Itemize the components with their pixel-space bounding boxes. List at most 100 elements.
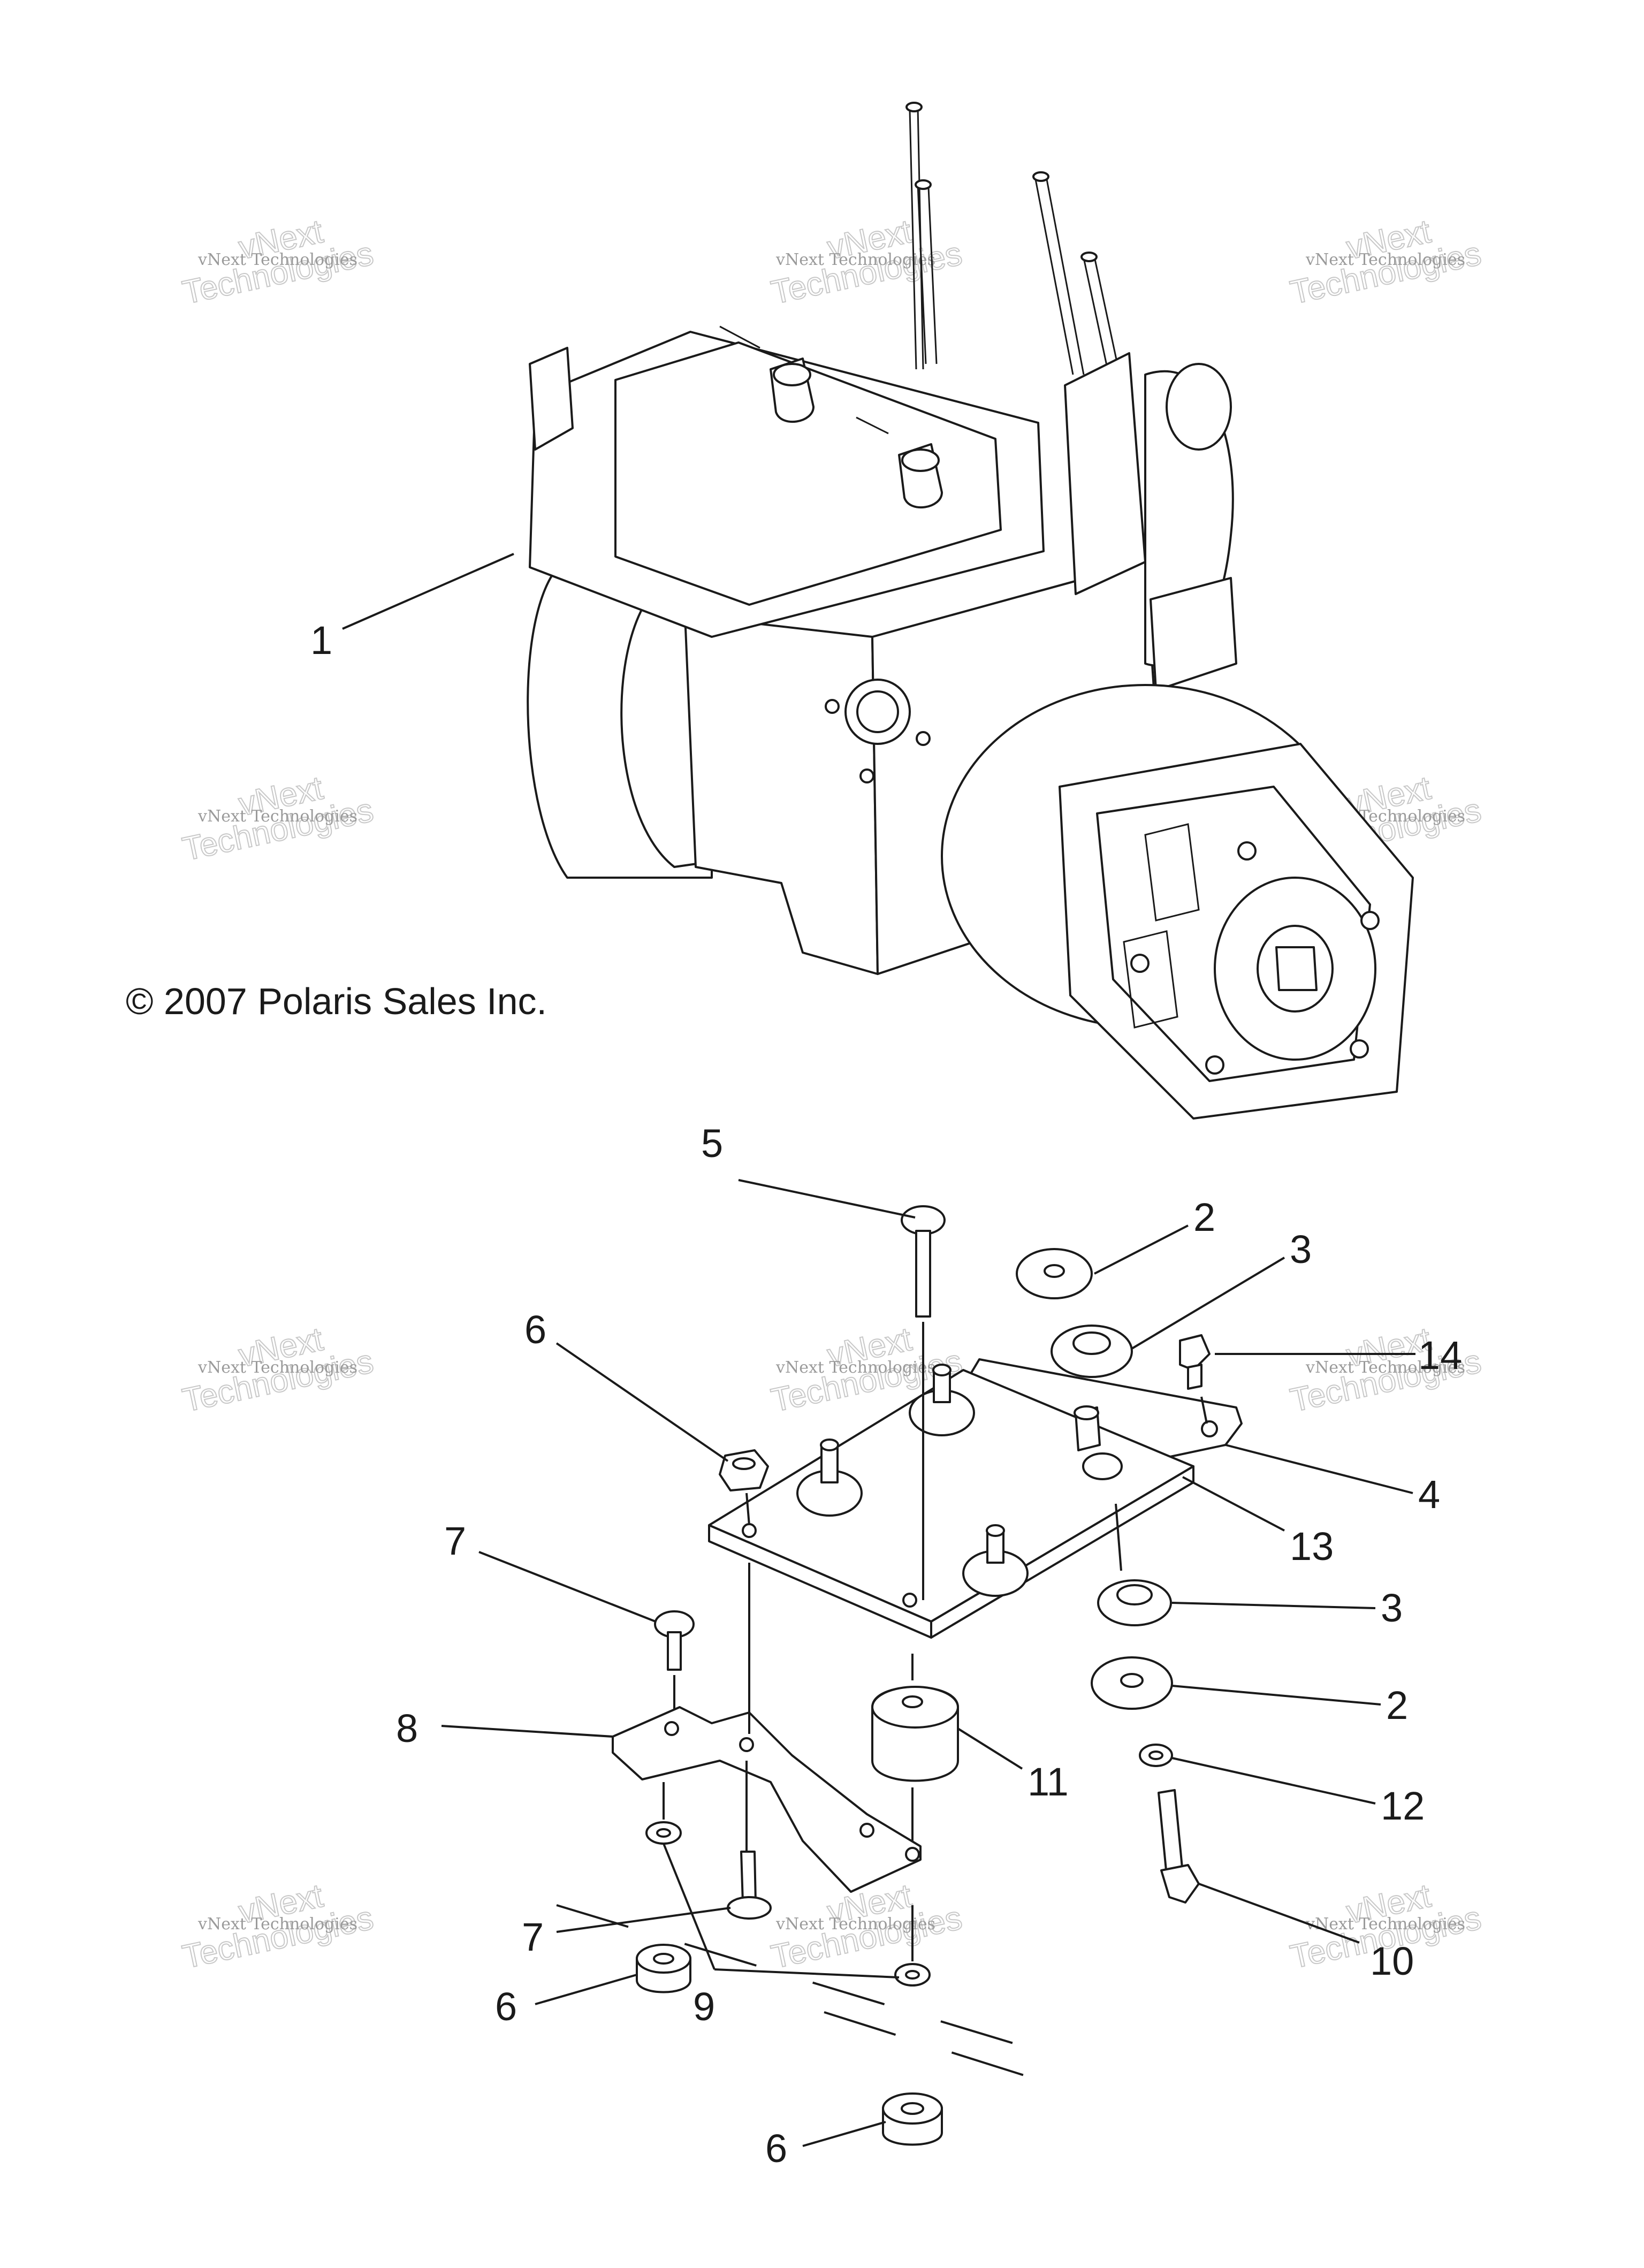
cup-washer (1016, 1248, 1093, 1299)
watermark-text: vNext Technologies (775, 250, 935, 269)
watermark-text: vNext Technologies (197, 1915, 357, 1934)
crankcase-side (684, 614, 879, 975)
bracket-hole (859, 1823, 874, 1838)
leader-line (663, 1843, 716, 1970)
bracket-hole (664, 1721, 679, 1736)
spark-plug-wire (1083, 257, 1109, 371)
leader-line (555, 1342, 729, 1462)
cup-washer (1091, 1656, 1173, 1710)
grommet (1097, 1579, 1172, 1626)
rubber-mount (962, 1524, 1029, 1597)
lower-mount-bracket (612, 1706, 922, 1893)
wire-end (1080, 252, 1098, 262)
flange-nut (882, 2092, 943, 2146)
carburetor-bowl (1150, 577, 1237, 691)
callout-13: 13 (1290, 1524, 1334, 1569)
callout-2: 2 (1193, 1195, 1215, 1239)
wire-end (905, 102, 923, 112)
carburetor-inlet (1166, 363, 1232, 451)
rubber-mount (796, 1439, 863, 1517)
callout-7: 7 (522, 1915, 544, 1959)
copyright-notice: © 2007 Polaris Sales Inc. (126, 980, 547, 1022)
callout-6: 6 (495, 1984, 517, 2029)
flange-nut (636, 1944, 691, 1993)
callout-9: 9 (693, 1984, 715, 2029)
callout-labels: 1 2 3 14 4 13 3 2 12 10 5 6 7 8 11 7 6 9… (310, 618, 1462, 2171)
bracket-hole (739, 1737, 754, 1752)
spark-plug-boot-top (773, 363, 811, 386)
watermark-text: vNext Technologies (775, 1358, 935, 1377)
clutch-pin (1130, 954, 1150, 973)
wire-end (1032, 171, 1049, 182)
callout-12: 12 (1381, 1784, 1425, 1828)
rubber-block (871, 1686, 959, 1782)
plate-hole (1082, 1452, 1123, 1480)
mount-stud (1074, 1405, 1101, 1451)
plug-lead (719, 325, 760, 349)
callout-3: 3 (1290, 1227, 1312, 1272)
callout-6: 6 (765, 2126, 787, 2171)
bolt-hole (859, 768, 874, 783)
leader-line (1198, 1883, 1360, 1944)
leader-line (478, 1551, 656, 1623)
spark-plug-wire (927, 187, 938, 364)
plate-hole (902, 1593, 917, 1608)
watermark: Technologies vNext vNext Technologies (767, 212, 965, 312)
leader-line (714, 1968, 900, 1978)
leader-line (441, 1725, 613, 1738)
rubber-mount (909, 1364, 975, 1436)
clutch-weight (1144, 823, 1200, 922)
callout-11: 11 (1028, 1760, 1069, 1804)
watermark-text: vNext Technologies (197, 250, 357, 269)
assembly-line (1200, 1396, 1208, 1424)
callout-14: 14 (1418, 1333, 1462, 1377)
clutch-pin (1350, 1039, 1369, 1059)
plate-hole (742, 1523, 757, 1538)
spark-plug-wire (1093, 256, 1120, 370)
watermark-text: vNext Technologies (197, 807, 357, 826)
leader-line (802, 2121, 886, 2147)
flat-washer (1139, 1744, 1173, 1767)
engine-assembly (527, 102, 1414, 1120)
bolt-hole (825, 699, 840, 714)
leader-line (342, 553, 514, 630)
watermark-text: vNext Technologies (1305, 1915, 1465, 1934)
mount-assembly (556, 1205, 1243, 2146)
spark-plug-wire (1045, 176, 1085, 375)
callout-3: 3 (1381, 1586, 1403, 1630)
flange-nut (719, 1449, 769, 1491)
spark-plug-wire (909, 109, 917, 370)
watermark-text: vNext Technologies (197, 1358, 357, 1377)
assembly-line (1115, 1503, 1122, 1571)
leader-line (957, 1727, 1023, 1770)
flange-bolt (727, 1851, 772, 1920)
spark-plug-boot-top (901, 448, 940, 472)
watermark: Technologies vNext vNext Technologies (179, 212, 377, 312)
leader-line (535, 1974, 637, 2005)
bracket-hole (1201, 1420, 1218, 1437)
leader-lines (342, 553, 1415, 2147)
watermark: Technologies vNext vNext Technologies (1287, 212, 1485, 312)
crank-port-inner (856, 690, 899, 733)
clutch-pin (1205, 1055, 1224, 1075)
callout-4: 4 (1418, 1472, 1440, 1517)
watermark-text: vNext Technologies (1305, 1358, 1465, 1377)
hex-bolt (1179, 1334, 1211, 1390)
grommet (1051, 1325, 1133, 1378)
watermark: Technologies vNext vNext Technologies (179, 1877, 377, 1976)
leader-line (1171, 1757, 1376, 1805)
watermark-text: vNext Technologies (775, 1915, 935, 1934)
callout-10: 10 (1370, 1939, 1414, 1983)
callout-6: 6 (524, 1307, 546, 1352)
head-cover-top (614, 341, 1002, 606)
callout-7: 7 (444, 1519, 466, 1563)
callout-1: 1 (310, 618, 332, 663)
plug-lead (856, 416, 889, 435)
clutch-pin (1237, 841, 1257, 861)
hex-bolt (1158, 1789, 1200, 1904)
reference-line (824, 2011, 1028, 2077)
carriage-bolt (654, 1610, 695, 1671)
leader-line (1171, 1685, 1381, 1706)
leader-line (1094, 1224, 1189, 1275)
